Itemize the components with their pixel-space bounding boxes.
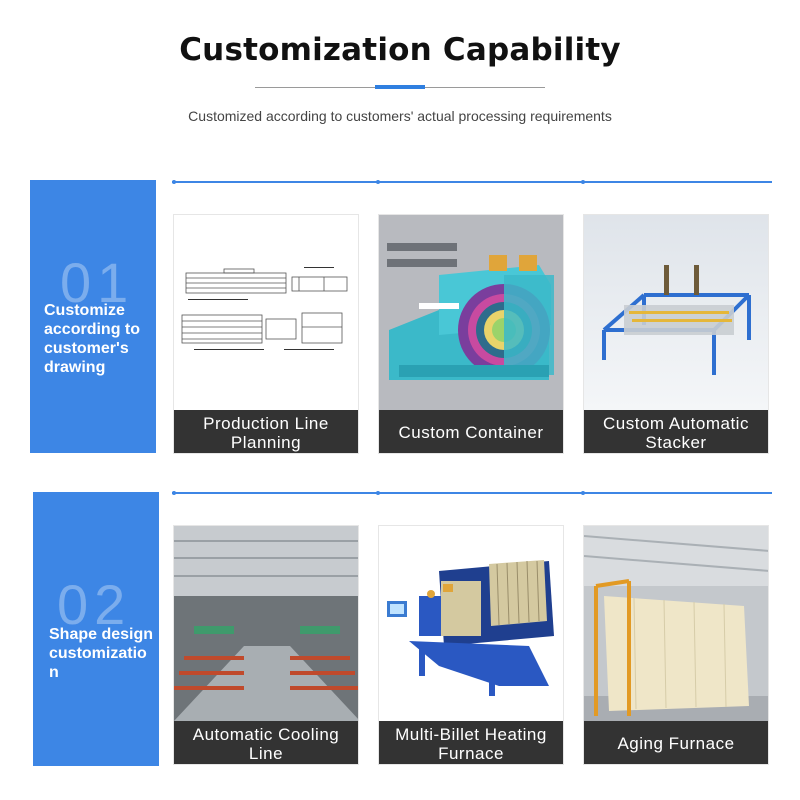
section-1-label: Customize according to customer's drawin… <box>44 302 141 376</box>
card-custom-automatic-stacker[interactable]: Custom Automatic Stacker <box>583 214 769 454</box>
card-automatic-cooling-line[interactable]: Automatic Cooling Line <box>173 525 359 765</box>
page-subtitle: Customized according to customers' actua… <box>188 108 612 124</box>
rule-dot <box>581 180 585 184</box>
section-1-number: 01 <box>60 251 135 314</box>
aging-furnace-photo-image <box>584 526 768 721</box>
card-production-line-planning[interactable]: Production Line Planning <box>173 214 359 454</box>
card-caption: Automatic Cooling Line <box>174 721 358 764</box>
rule-dot <box>172 491 176 495</box>
rule-dot <box>581 491 585 495</box>
factory-cooling-line-photo-image <box>174 526 358 721</box>
rule-dot <box>376 180 380 184</box>
section-2-number: 02 <box>57 573 132 636</box>
section-1-sidebox: 01 Customize according to customer's dra… <box>30 180 156 453</box>
line-planning-drawing-image <box>174 215 358 410</box>
card-aging-furnace[interactable]: Aging Furnace <box>583 525 769 765</box>
section-1-rule <box>172 181 772 183</box>
section-2-rule <box>172 492 772 494</box>
card-multi-billet-heating-furnace[interactable]: Multi-Billet Heating Furnace <box>378 525 564 765</box>
rule-dot <box>172 180 176 184</box>
card-caption: Custom Container <box>379 410 563 453</box>
title-divider-accent <box>375 85 425 89</box>
stacker-cad-model-image <box>584 215 768 410</box>
card-custom-container[interactable]: Custom Container <box>378 214 564 454</box>
card-caption: Custom Automatic Stacker <box>584 410 768 453</box>
section-2-label: Shape design customization <box>49 626 154 681</box>
section-2-sidebox: 02 Shape design customization <box>33 492 159 766</box>
page-title: Customization Capability <box>179 32 621 68</box>
heating-furnace-photo-image <box>379 526 563 721</box>
rule-dot <box>376 491 380 495</box>
container-cad-model-image <box>379 215 563 410</box>
card-caption: Production Line Planning <box>174 410 358 453</box>
card-caption: Multi-Billet Heating Furnace <box>379 721 563 764</box>
card-caption: Aging Furnace <box>584 721 768 764</box>
